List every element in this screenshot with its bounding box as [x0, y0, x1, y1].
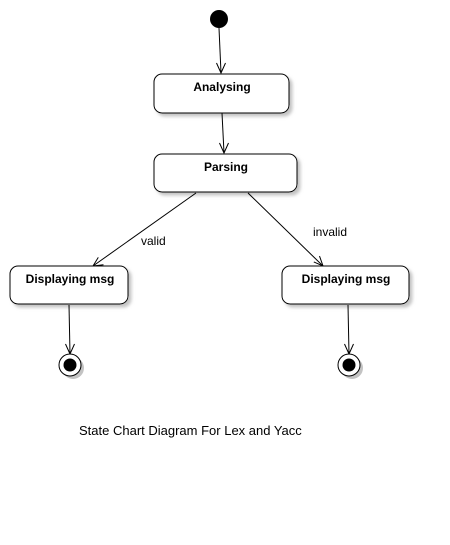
state-parsing: Parsing: [153, 153, 298, 193]
diagram-caption: State Chart Diagram For Lex and Yacc: [79, 423, 302, 438]
transition-display-valid-to-final: [65, 304, 75, 356]
state-display-invalid: Displaying msg: [281, 265, 410, 305]
initial-state-node: [210, 10, 228, 28]
transition-analysing-to-parsing: [219, 112, 229, 155]
transition-valid-label: valid: [141, 234, 166, 248]
transition-display-invalid-to-final: [344, 304, 354, 356]
final-state-valid-node: [58, 353, 84, 379]
transition-parsing-to-display-valid: valid: [92, 192, 197, 267]
transition-initial-to-analysing: [216, 27, 226, 75]
state-display-valid: Displaying msg: [9, 265, 129, 305]
state-display-invalid-label: Displaying msg: [302, 272, 391, 286]
state-display-valid-label: Displaying msg: [26, 272, 115, 286]
state-parsing-label: Parsing: [204, 160, 248, 174]
transition-invalid-label: invalid: [313, 225, 347, 239]
transition-parsing-to-display-invalid: invalid: [247, 192, 347, 267]
state-analysing: Analysing: [153, 73, 290, 114]
state-analysing-label: Analysing: [193, 80, 250, 94]
final-state-invalid-node: [337, 353, 363, 379]
